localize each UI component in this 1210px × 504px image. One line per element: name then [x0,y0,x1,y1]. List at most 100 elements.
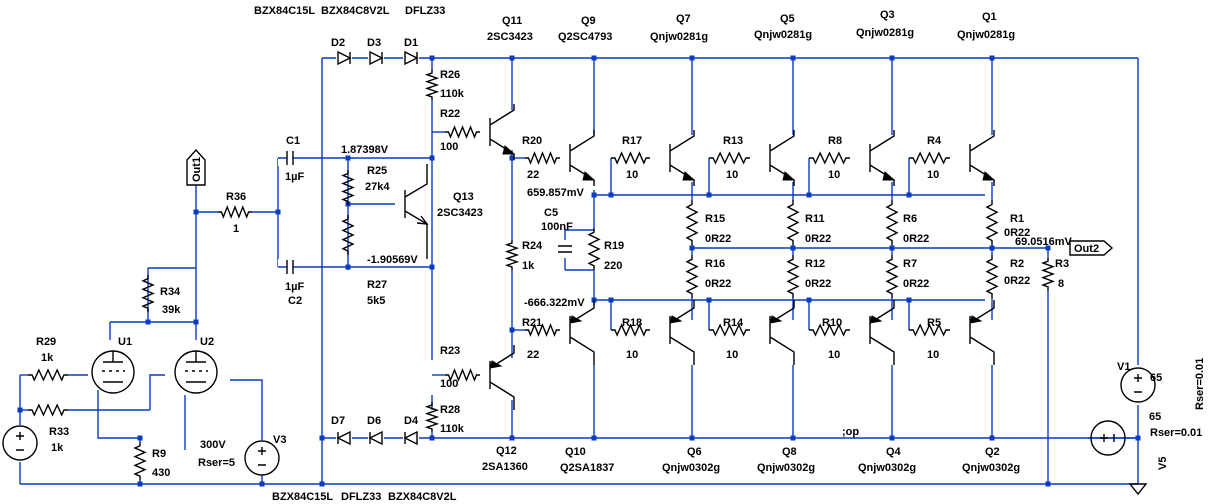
port-out1-label: Out1 [191,157,203,182]
svg-text:R25: R25 [367,165,387,177]
svg-text:Q1: Q1 [982,11,997,23]
transistor-Q12 [489,345,515,410]
svg-text:10: 10 [828,169,840,181]
svg-text:0R22: 0R22 [805,278,831,290]
svg-text:0R22: 0R22 [705,233,731,245]
capacitor-C2 [278,259,302,275]
svg-text:R10: R10 [822,317,842,329]
svg-text:Rser=5: Rser=5 [198,457,235,469]
labels: BZX84C15L BZX84C8V2L DFLZ33 BZX84C15L DF… [36,5,1206,503]
svg-text:Qnjw0302g: Qnjw0302g [662,462,720,474]
svg-text:U2: U2 [200,336,214,348]
svg-text:D6: D6 [367,415,381,427]
svg-text:Q3: Q3 [880,9,895,21]
diode-D7 [336,430,352,446]
svg-text:Q2SC4793: Q2SC4793 [558,31,612,43]
svg-text:0R22: 0R22 [903,278,929,290]
svg-text:1µF: 1µF [285,281,304,293]
resistor-R11 [786,200,800,245]
v5-ref: V5 [1157,457,1169,470]
source-v33 [2,425,38,461]
resistor-R29 [28,368,68,382]
svg-text:Q6: Q6 [687,446,702,458]
svg-text:8: 8 [1058,278,1064,290]
diode-D3 [368,50,384,66]
transistor-Q4 [869,300,895,365]
svg-text:C5: C5 [544,207,558,219]
v1-rser: Rser=0.01 [1194,358,1206,410]
port-out1[interactable]: Out1 [186,148,206,186]
transistors [404,104,996,410]
svg-text:Q12: Q12 [496,445,517,457]
resistor-R4 [909,151,950,165]
svg-text:R16: R16 [705,258,725,270]
svg-text:Q7: Q7 [676,13,691,25]
svg-text:10: 10 [726,169,738,181]
svg-text:Q2SA1837: Q2SA1837 [560,462,614,474]
svg-text:0R22: 0R22 [1004,275,1030,287]
svg-text:Qnjw0281g: Qnjw0281g [754,29,812,41]
svg-text:R19: R19 [604,240,624,252]
svg-text:430: 430 [152,467,170,479]
source-V3 [244,440,280,476]
resistor-R25 [341,170,355,205]
resistor-R28 [424,402,440,432]
transistor-Q7 [669,130,696,186]
resistor-R16 [685,255,699,298]
capacitor-C5 [557,240,573,258]
svg-text:100nF: 100nF [541,221,573,233]
svg-text:65: 65 [1149,411,1161,423]
svg-text:0R22: 0R22 [903,233,929,245]
svg-text:2SC3423: 2SC3423 [487,31,533,43]
svg-text:10: 10 [828,349,840,361]
voltage-node-4: -666.322mV [524,297,585,309]
vacuum-tubes [91,350,218,394]
resistor-R17 [611,151,650,165]
resistor-R34 [141,275,155,312]
svg-text:R20: R20 [522,135,542,147]
resistor-R12 [786,255,800,298]
port-out2[interactable]: Out2 [1069,240,1114,256]
svg-text:R14: R14 [723,317,744,329]
svg-text:R3: R3 [1055,258,1069,270]
diode-model-bottom-3: BZX84C8V2L [388,491,457,503]
svg-text:0R22: 0R22 [805,233,831,245]
svg-text:1k: 1k [51,442,64,454]
svg-text:Q9: Q9 [581,15,596,27]
svg-text:R15: R15 [705,213,725,225]
svg-text:R21: R21 [522,317,542,329]
sources [2,367,1156,476]
resistor-R20 [525,151,560,165]
svg-text:1µF: 1µF [285,171,304,183]
svg-text:1: 1 [233,223,239,235]
svg-text:C1: C1 [286,135,300,147]
svg-text:22: 22 [527,169,539,181]
resistor-R1 [985,200,999,245]
svg-text:Q11: Q11 [502,15,522,27]
resistor-R2 [985,255,999,298]
resistors [28,70,1056,480]
svg-text:D1: D1 [404,37,418,49]
svg-text:300V: 300V [200,439,226,451]
diode-model-top-2: BZX84C8V2L [321,5,390,17]
svg-text:Rser=0.01: Rser=0.01 [1150,427,1202,439]
svg-text:R33: R33 [49,426,69,438]
svg-text:R4: R4 [927,135,942,147]
resistor-R19 [587,228,601,270]
transistor-Q9 [569,130,596,186]
svg-text:D2: D2 [331,37,345,49]
diode-model-bottom-2: DFLZ33 [341,491,381,503]
voltage-node-1: 1.87398V [341,144,389,156]
svg-text:R13: R13 [723,135,743,147]
svg-text:1k: 1k [522,260,535,272]
svg-text:R29: R29 [36,336,56,348]
svg-text:R7: R7 [903,258,917,270]
transistor-Q5 [769,130,796,186]
diode-D4 [403,430,419,446]
svg-text:Qnjw0302g: Qnjw0302g [962,462,1020,474]
transistor-Q13 [404,164,429,259]
svg-text:R24: R24 [522,240,543,252]
svg-text:D4: D4 [404,415,419,427]
op-directive: ;op [842,426,859,438]
